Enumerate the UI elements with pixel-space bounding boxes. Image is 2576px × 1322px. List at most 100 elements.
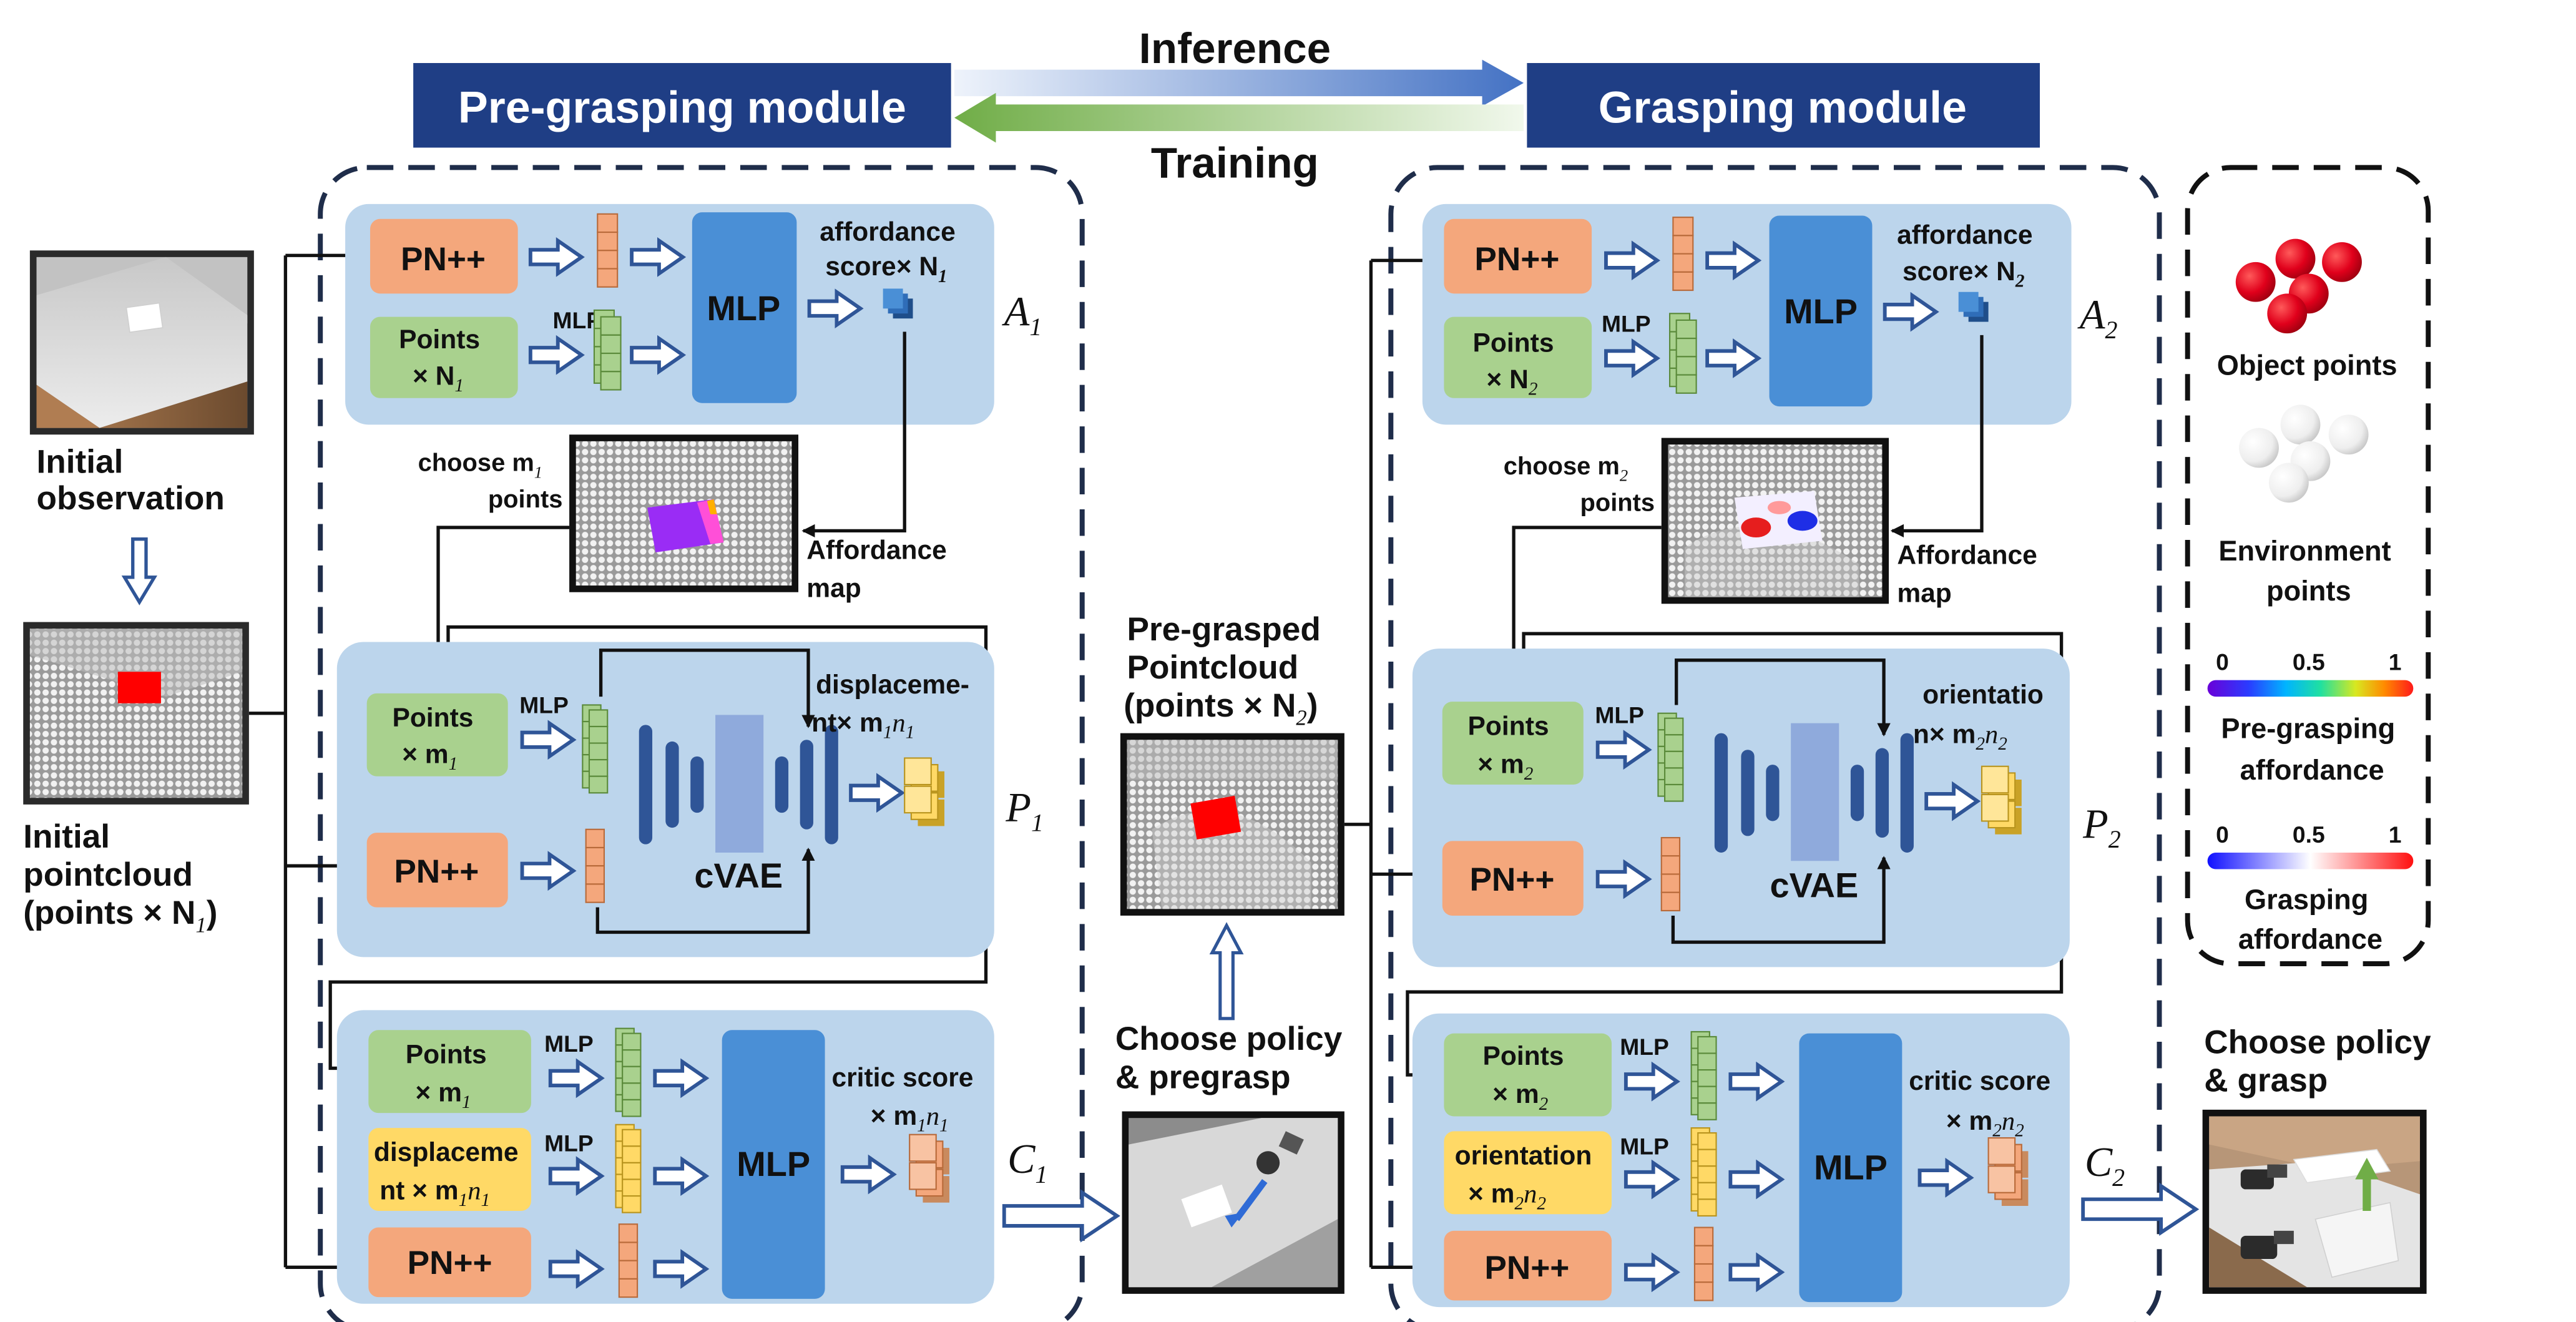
pre-affordance-connector	[801, 331, 906, 538]
initial-observation-image	[29, 250, 254, 435]
pre-p-output-cubes	[904, 757, 945, 826]
pre-cvae-encoder-decoder	[639, 715, 838, 853]
pregrasped-pointcloud-image	[1120, 733, 1344, 916]
grasp-execution-image	[2202, 1109, 2427, 1294]
pre-grasping-module-border	[318, 165, 1085, 1322]
pre-c-pn-box	[368, 1227, 531, 1298]
environment-points-swatch	[2239, 404, 2369, 503]
pre-cvae-label: cVAE	[694, 856, 783, 895]
grasp-c-points-label: Points × m2	[1482, 1041, 1571, 1114]
grasp-a-output-cubes	[1958, 291, 1989, 322]
grasp-p-points-box	[1442, 702, 1584, 785]
grasp-p-pn-feature-stack	[1660, 836, 1681, 912]
pre-c-output-label: critic score × m1n1	[831, 1063, 981, 1136]
pre-scale-min: 0	[2216, 649, 2229, 675]
pre-a-points-box	[370, 316, 518, 398]
initial-pointcloud-image	[23, 622, 249, 805]
grasp-a-output-label: affordance score× N2	[1897, 220, 2040, 291]
initial-pointcloud-shape: (points × N1)	[23, 894, 217, 937]
pregrasped-pointcloud-label: Pre-grasped Pointcloud	[1127, 611, 1330, 686]
pre-a-mlp-block	[692, 212, 797, 403]
grasp-a-points-feature-stack	[1668, 313, 1697, 394]
pre-scale-max: 1	[2389, 649, 2402, 675]
pre-to-policy-arrow	[1004, 1193, 1117, 1239]
pre-affordance-map-label: Affordance map	[806, 536, 954, 604]
grasp-scale-min: 0	[2216, 821, 2229, 848]
environment-points-label: Environment points	[2218, 535, 2399, 607]
training-arrow	[954, 92, 1524, 143]
object-points-label: Object points	[2217, 350, 2397, 381]
pre-a-mlp-block-label: MLP	[707, 288, 780, 328]
grasp-p-points-label: Points × m2	[1468, 711, 1557, 784]
pre-p-to-c-connector	[328, 625, 988, 1075]
pre-c-mlp-block-label: MLP	[737, 1144, 810, 1183]
pre-c-mlp-block	[722, 1030, 825, 1299]
pre-a-pn-feature-stack	[597, 213, 619, 288]
grasp-c-pn-feature-stack	[1693, 1227, 1714, 1301]
grasping-colorbar	[2207, 852, 2414, 869]
grasp-c-output-cubes	[1987, 1137, 2029, 1207]
inference-label: Inference	[1139, 24, 1331, 72]
grasp-p-mlp-label: MLP	[1595, 702, 1644, 728]
pre-choose-connector	[431, 526, 570, 687]
pre-c-output-cubes	[909, 1133, 950, 1203]
grasp-p-points-connector	[1675, 659, 1891, 737]
pre-a-output-label: affordance score× N1	[820, 217, 962, 286]
grasping-module-title: Grasping module	[1599, 83, 1967, 133]
grasp-a-points-label: Points × N2	[1473, 328, 1562, 399]
pre-c-symbol: C1	[1007, 1137, 1047, 1188]
pre-choose-points-label: choose m1 points	[418, 449, 563, 513]
pre-a-points-label: Points × N1	[399, 325, 487, 396]
pre-affordance-map-image	[569, 434, 799, 592]
grasp-to-policy-arrow	[2083, 1186, 2196, 1232]
grasp-c-orientation-feature-stack	[1690, 1127, 1717, 1217]
grasping-module-border	[1388, 165, 2162, 1322]
grasp-c-mlp1-label: MLP	[1620, 1034, 1669, 1060]
pre-p-pn-feature-stack	[585, 828, 605, 903]
grasp-c-points-feature-stack	[1690, 1031, 1717, 1120]
observation-down-arrow	[124, 539, 154, 602]
policy-up-arrow	[1212, 926, 1241, 1019]
grasp-c-symbol: C2	[2085, 1140, 2125, 1192]
pre-p-pn-label: PN++	[394, 853, 479, 890]
grasp-scale-max: 1	[2389, 821, 2402, 848]
pre-p-output-label: displaceme- nt× m1n1	[811, 670, 977, 743]
grasp-a-mlp-block	[1769, 215, 1873, 407]
grasp-a-symbol: A2	[2077, 292, 2118, 344]
pre-c-pn-feature-stack	[618, 1223, 639, 1298]
grasp-p-output-cubes	[1981, 765, 2022, 835]
grasping-module-banner	[1527, 62, 2040, 148]
grasp-affordance-map-image	[1661, 438, 1889, 604]
grasp-p-to-c-connector	[1406, 632, 2064, 1082]
pre-c-pn-label: PN++	[408, 1245, 492, 1281]
grasp-p-points-feature-stack	[1657, 712, 1684, 802]
pregrasp-execution-image	[1122, 1111, 1344, 1294]
pre-p-mlp-label: MLP	[519, 692, 569, 718]
grasp-affordance-connector	[1890, 335, 1984, 538]
pre-p-points-label: Points × m1	[392, 703, 481, 774]
pre-c-points-label: Points × m1	[406, 1039, 494, 1112]
pre-c-displacement-feature-stack	[615, 1124, 642, 1213]
grasp-choose-points-label: choose m2 points	[1504, 453, 1655, 516]
grasp-a-pn-label: PN++	[1474, 241, 1559, 278]
grasp-a-pn-box	[1444, 218, 1592, 294]
pre-c-mlp2-label: MLP	[544, 1130, 594, 1156]
pre-a-pn-label: PN++	[401, 241, 486, 278]
grasp-a-pn-feature-stack	[1672, 217, 1694, 291]
pre-p-points-box	[366, 693, 508, 776]
grasp-a-points-box	[1444, 316, 1592, 398]
pre-p-pn-box	[366, 833, 508, 908]
pre-a-points-feature-stack	[593, 309, 622, 391]
inference-arrow	[954, 59, 1524, 107]
pre-grasping-affordance-label: Pre-grasping affordance	[2221, 713, 2402, 786]
grasp-scale-mid: 0.5	[2293, 821, 2325, 848]
pre-c-points-feature-stack	[615, 1027, 642, 1117]
pre-grasping-module-banner	[413, 62, 951, 148]
grasp-c-pn-box	[1444, 1230, 1612, 1301]
grasp-c-pn-label: PN++	[1484, 1250, 1569, 1286]
choose-policy-pregrasp-label: Choose policy & pregrasp	[1115, 1021, 1351, 1095]
grasp-c-mlp-block	[1799, 1033, 1903, 1303]
pre-c-displacement-label: displaceme nt × m1n1	[374, 1137, 526, 1210]
grasp-c-orientation-label: orientation × m2n2	[1455, 1141, 1600, 1214]
